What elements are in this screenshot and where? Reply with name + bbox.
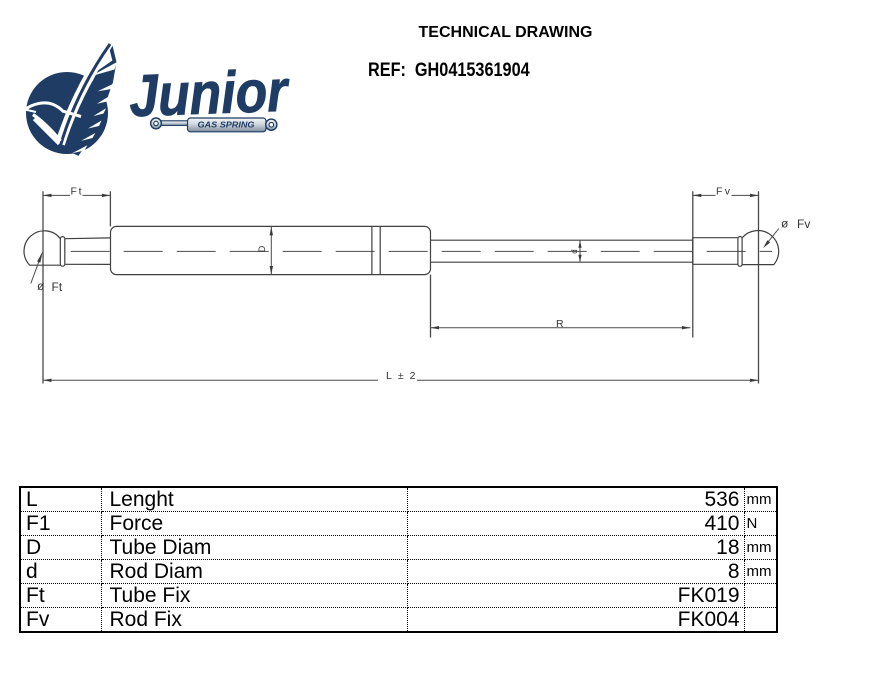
svg-text:GAS SPRING: GAS SPRING xyxy=(198,119,256,129)
svg-text:Ft: Ft xyxy=(71,185,82,197)
svg-text:ø: ø xyxy=(781,217,789,231)
svg-text:D: D xyxy=(257,245,267,252)
svg-text:Fv: Fv xyxy=(797,217,810,231)
svg-text:Fv: Fv xyxy=(716,186,731,198)
svg-text:d: d xyxy=(570,249,579,253)
svg-text:Ft: Ft xyxy=(52,280,63,294)
svg-text:L±2: L±2 xyxy=(386,370,416,382)
svg-text:ø: ø xyxy=(37,279,45,293)
svg-text:R: R xyxy=(556,318,564,330)
